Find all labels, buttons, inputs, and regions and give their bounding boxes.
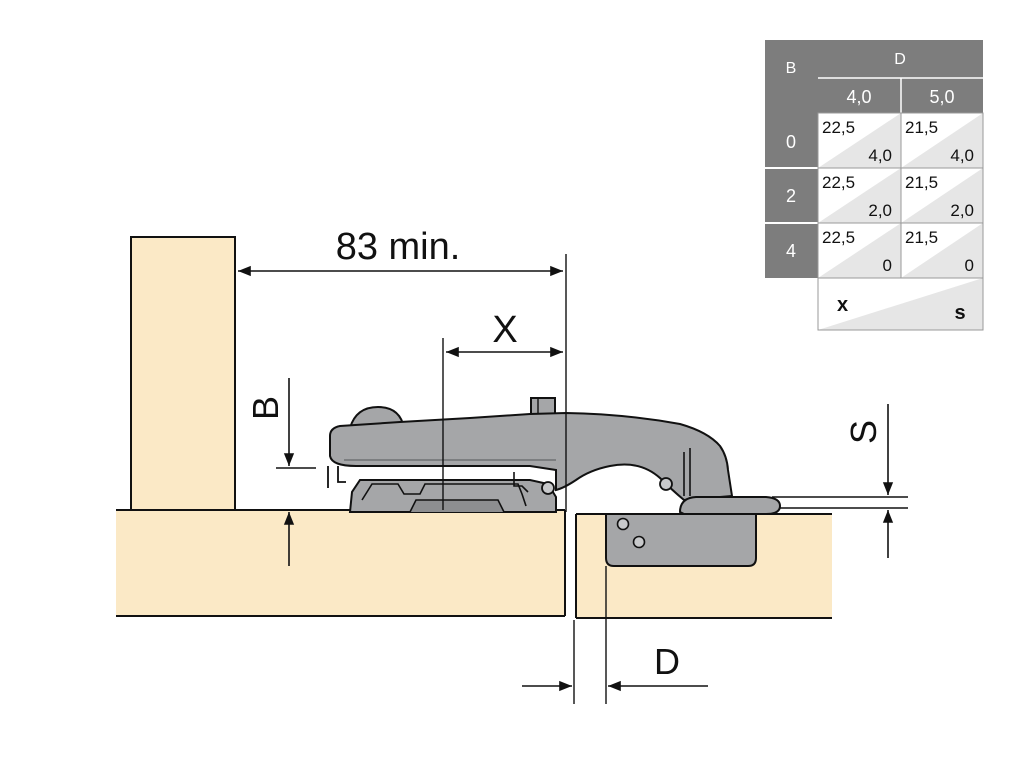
table-cell-x: 22,5 bbox=[822, 118, 855, 137]
table-cell-x: 22,5 bbox=[822, 173, 855, 192]
dimension-83-label: 83 min. bbox=[336, 226, 461, 268]
table-cell-s: 2,0 bbox=[868, 201, 892, 220]
hinge-cup bbox=[605, 513, 757, 567]
table-b-header-cell bbox=[765, 40, 818, 278]
spec-table: B D 4,0 5,0 0 2 4 22,5 4,0 21,5 4,0 bbox=[765, 40, 984, 331]
table-cell-x: 21,5 bbox=[905, 173, 938, 192]
table-cell-x: 22,5 bbox=[822, 228, 855, 247]
table-b-header: B bbox=[786, 60, 797, 77]
table-row: 22,5 0 21,5 0 bbox=[817, 222, 984, 279]
dimension-d-label: D bbox=[654, 641, 680, 682]
hinge-arm bbox=[327, 397, 782, 515]
table-d-value: 5,0 bbox=[929, 87, 954, 107]
table-cell-s: 0 bbox=[883, 256, 892, 275]
table-cell-s: 0 bbox=[965, 256, 974, 275]
cup-screw-hole bbox=[632, 535, 646, 549]
table-cell-s: 4,0 bbox=[868, 146, 892, 165]
table-cell-s: 4,0 bbox=[950, 146, 974, 165]
table-d-value: 4,0 bbox=[846, 87, 871, 107]
legend-x: x bbox=[837, 294, 848, 316]
legend-s: s bbox=[954, 302, 965, 324]
side-panel bbox=[130, 236, 236, 512]
dimension-d: D bbox=[522, 566, 708, 704]
table-b-value: 0 bbox=[786, 132, 796, 152]
table-cell-x: 21,5 bbox=[905, 118, 938, 137]
cabinet-base-panel bbox=[116, 510, 565, 616]
dimension-x: X bbox=[442, 309, 563, 510]
dimension-83: 83 min. bbox=[238, 226, 567, 512]
dimension-s: S bbox=[772, 404, 908, 558]
dimension-s-label: S bbox=[843, 420, 884, 444]
table-d-header: D bbox=[894, 51, 906, 68]
dimension-b-label: B bbox=[245, 396, 286, 420]
table-b-value: 2 bbox=[786, 186, 796, 206]
table-row: 22,5 2,0 21,5 2,0 bbox=[817, 167, 984, 224]
table-cell-x: 21,5 bbox=[905, 228, 938, 247]
table-b-value: 4 bbox=[786, 241, 796, 261]
cup-screw-hole bbox=[616, 517, 630, 531]
dimension-b: B bbox=[245, 378, 316, 566]
table-d-header-cell bbox=[818, 40, 983, 78]
table-row: 22,5 4,0 21,5 4,0 bbox=[817, 112, 984, 169]
wood-panels bbox=[116, 236, 832, 619]
table-cell-s: 2,0 bbox=[950, 201, 974, 220]
dimension-x-label: X bbox=[492, 309, 517, 351]
table-legend: x s bbox=[817, 277, 984, 331]
